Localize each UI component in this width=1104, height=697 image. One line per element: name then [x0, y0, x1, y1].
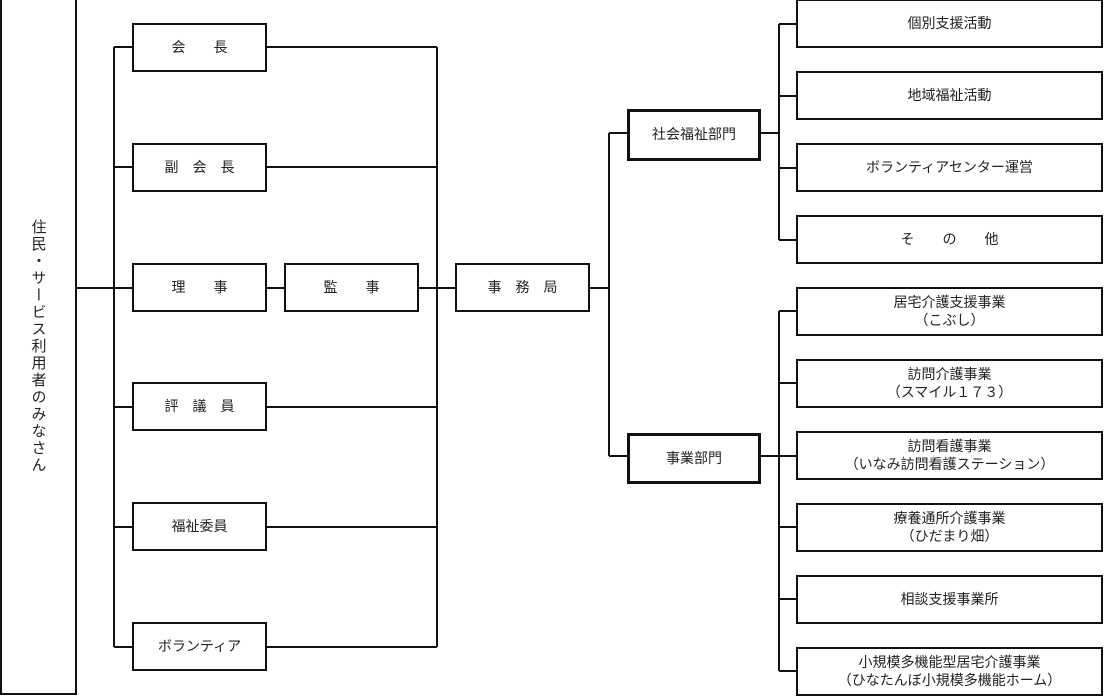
- residents-box: 住民・サービス利用者のみなさん: [0, 0, 77, 695]
- item-label: ボランティアセンター運営: [866, 159, 1033, 176]
- board-directors: 理 事: [132, 263, 267, 312]
- activity-item: 個別支援活動: [796, 0, 1103, 48]
- board-label: ボランティア: [157, 638, 242, 655]
- auditor-label: 監 事: [323, 279, 380, 296]
- item-label: 個別支援活動: [907, 15, 992, 32]
- social-welfare-dept-box: 社会福祉部門: [627, 109, 761, 161]
- item-sublabel: （いなみ訪問看護ステーション）: [844, 456, 1055, 473]
- activity-item: ボランティアセンター運営: [796, 143, 1103, 192]
- item-label: 居宅介護支援事業: [893, 294, 1006, 311]
- business-item: 訪問看護事業（いなみ訪問看護ステーション）: [796, 431, 1103, 480]
- activity-item: 地域福祉活動: [796, 71, 1103, 120]
- dept-label: 社会福祉部門: [652, 127, 736, 143]
- item-label: 訪問看護事業: [907, 438, 992, 455]
- item-sublabel: （こぶし）: [914, 312, 985, 329]
- business-item: 小規模多機能型居宅介護事業（ひなたんぼ小規模多機能ホーム）: [796, 647, 1103, 696]
- secretariat-label: 事 務 局: [487, 279, 558, 296]
- business-item: 訪問介護事業（スマイル１７３）: [796, 359, 1103, 408]
- business-item: 療養通所介護事業（ひだまり畑）: [796, 503, 1103, 552]
- business-dept-box: 事業部門: [627, 433, 761, 484]
- item-label: 訪問介護事業: [907, 366, 992, 383]
- board-chairman: 会 長: [132, 23, 267, 72]
- dept-label: 事業部門: [666, 450, 722, 467]
- item-sublabel: （スマイル１７３）: [886, 384, 1013, 401]
- item-label: そ の 他: [900, 231, 999, 248]
- item-sublabel: （ひなたんぼ小規模多機能ホーム）: [837, 672, 1062, 689]
- secretariat-box: 事 務 局: [455, 263, 590, 312]
- auditor-box: 監 事: [284, 263, 419, 312]
- business-item: 居宅介護支援事業（こぶし）: [796, 287, 1103, 336]
- residents-label: 住民・サービス利用者のみなさん: [29, 219, 48, 474]
- board-label: 福祉委員: [171, 518, 228, 535]
- item-label: 小規模多機能型居宅介護事業: [858, 654, 1041, 671]
- board-vice-chairman: 副 会 長: [132, 143, 267, 192]
- board-label: 会 長: [171, 39, 228, 56]
- item-label: 地域福祉活動: [907, 87, 992, 104]
- item-label: 療養通所介護事業: [893, 510, 1006, 527]
- business-item: 相談支援事業所: [796, 575, 1103, 624]
- item-label: 相談支援事業所: [900, 591, 999, 608]
- board-label: 評 議 員: [164, 398, 235, 415]
- board-volunteers: ボランティア: [132, 622, 267, 671]
- board-label: 理 事: [171, 279, 228, 296]
- board-councilors: 評 議 員: [132, 382, 267, 431]
- board-label: 副 会 長: [164, 159, 235, 176]
- item-sublabel: （ひだまり畑）: [900, 528, 999, 545]
- board-welfare-commissioners: 福祉委員: [132, 502, 267, 551]
- activity-item: そ の 他: [796, 215, 1103, 264]
